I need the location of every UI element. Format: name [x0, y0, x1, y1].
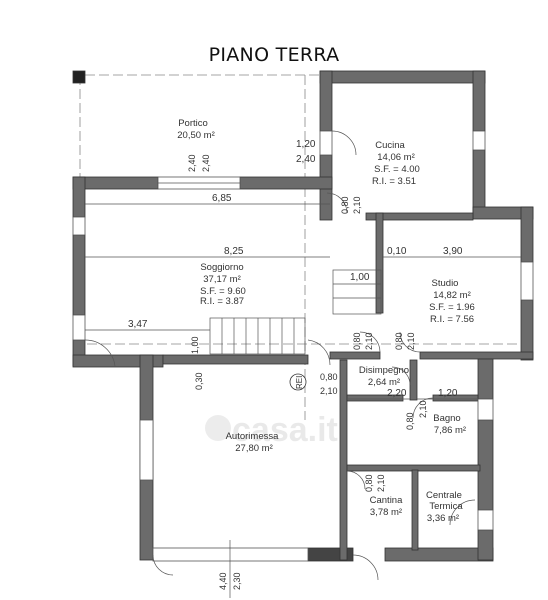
vertical-labels: 2,40 2,40 0,80 2,10 1,00 0,30 0,80 2,10 … — [187, 154, 428, 590]
vdim-1-00: 1,00 — [190, 336, 200, 354]
vdim-2-10-e: 2,10 — [418, 400, 428, 418]
vdim-0-80-f: 0,80 — [364, 474, 374, 492]
studio-name: Studio — [432, 278, 459, 289]
portico-name: Portico — [178, 118, 208, 129]
rei-tag: REI — [289, 373, 307, 391]
watermark-text: casa.it — [232, 411, 338, 449]
vdim-0-80-c: 0,80 — [394, 332, 404, 350]
centrale-area: 3,36 m² — [427, 513, 459, 524]
dim-0-10: 0,10 — [387, 246, 407, 257]
rei-label: REI — [295, 376, 304, 389]
disimpegno-name: Disimpegno — [359, 365, 409, 376]
dimension-labels: 6,85 8,25 0,10 3,90 1,00 3,47 2,20 1,20 … — [128, 139, 463, 399]
plan-title: PIANO TERRA — [208, 44, 340, 66]
room-labels: Portico 20,50 m² Cucina 14,06 m² S.F. = … — [177, 118, 475, 524]
vdim-2-40-a: 2,40 — [187, 154, 197, 172]
vdim-0-80-b: 0,80 — [352, 332, 362, 350]
cucina-ri: R.I. = 3.51 — [372, 176, 416, 187]
stairs — [209, 269, 382, 355]
cucina-area: 14,06 m² — [377, 152, 415, 163]
autorimessa-area: 27,80 m² — [235, 443, 273, 454]
dim-6-85: 6,85 — [212, 193, 232, 204]
portico-area: 20,50 m² — [177, 130, 215, 141]
soggiorno-area: 37,17 m² — [203, 274, 241, 285]
cantina-name: Cantina — [370, 495, 403, 506]
dim-8-25: 8,25 — [224, 246, 244, 257]
vdim-0-30: 0,30 — [194, 372, 204, 390]
dimension-lines — [85, 203, 521, 598]
dim-1-20-bagno: 1,20 — [438, 388, 458, 399]
vdim-2-10-b: 2,10 — [364, 332, 374, 350]
studio-sf: S.F. = 1.96 — [429, 302, 475, 313]
cucina-name: Cucina — [375, 140, 405, 151]
soggiorno-name: Soggiorno — [200, 262, 243, 273]
studio-area: 14,82 m² — [433, 290, 471, 301]
vdim-0-80-d: 0,80 — [320, 372, 338, 382]
dim-2-40-kitchen: 2,40 — [296, 154, 316, 165]
doors — [84, 130, 476, 581]
dim-1-00-stair: 1,00 — [350, 272, 370, 283]
dim-3-47: 3,47 — [128, 319, 148, 330]
soggiorno-sf: S.F. = 9.60 — [200, 286, 246, 297]
studio-ri: R.I. = 7.56 — [430, 314, 474, 325]
watermark: casa.it — [205, 411, 338, 449]
autorimessa-name: Autorimessa — [226, 431, 280, 442]
windows — [72, 130, 534, 562]
vdim-2-40-b: 2,40 — [201, 154, 211, 172]
vdim-2-10-d: 2,10 — [320, 386, 338, 396]
cantina-area: 3,78 m² — [370, 507, 402, 518]
dim-3-90: 3,90 — [443, 246, 463, 257]
disimpegno-area: 2,64 m² — [368, 377, 400, 388]
vdim-2-30: 2,30 — [232, 572, 242, 590]
dim-2-20: 2,20 — [387, 388, 407, 399]
vdim-2-10-f: 2,10 — [376, 474, 386, 492]
bagno-area: 7,86 m² — [434, 425, 466, 436]
centrale-name-line1: Centrale — [426, 490, 462, 501]
vdim-0-80-a: 0,80 — [340, 196, 350, 214]
vdim-2-10-a: 2,10 — [352, 196, 362, 214]
vdim-4-40: 4,40 — [218, 572, 228, 590]
soggiorno-ri: R.I. = 3.87 — [200, 296, 244, 307]
vdim-0-80-e: 0,80 — [405, 412, 415, 430]
centrale-name-line2: Termica — [429, 501, 463, 512]
walls — [72, 70, 534, 562]
dim-1-20-kitchen: 1,20 — [296, 139, 316, 150]
vdim-2-10-c: 2,10 — [406, 332, 416, 350]
cucina-sf: S.F. = 4.00 — [374, 164, 420, 175]
bagno-name: Bagno — [433, 413, 460, 424]
